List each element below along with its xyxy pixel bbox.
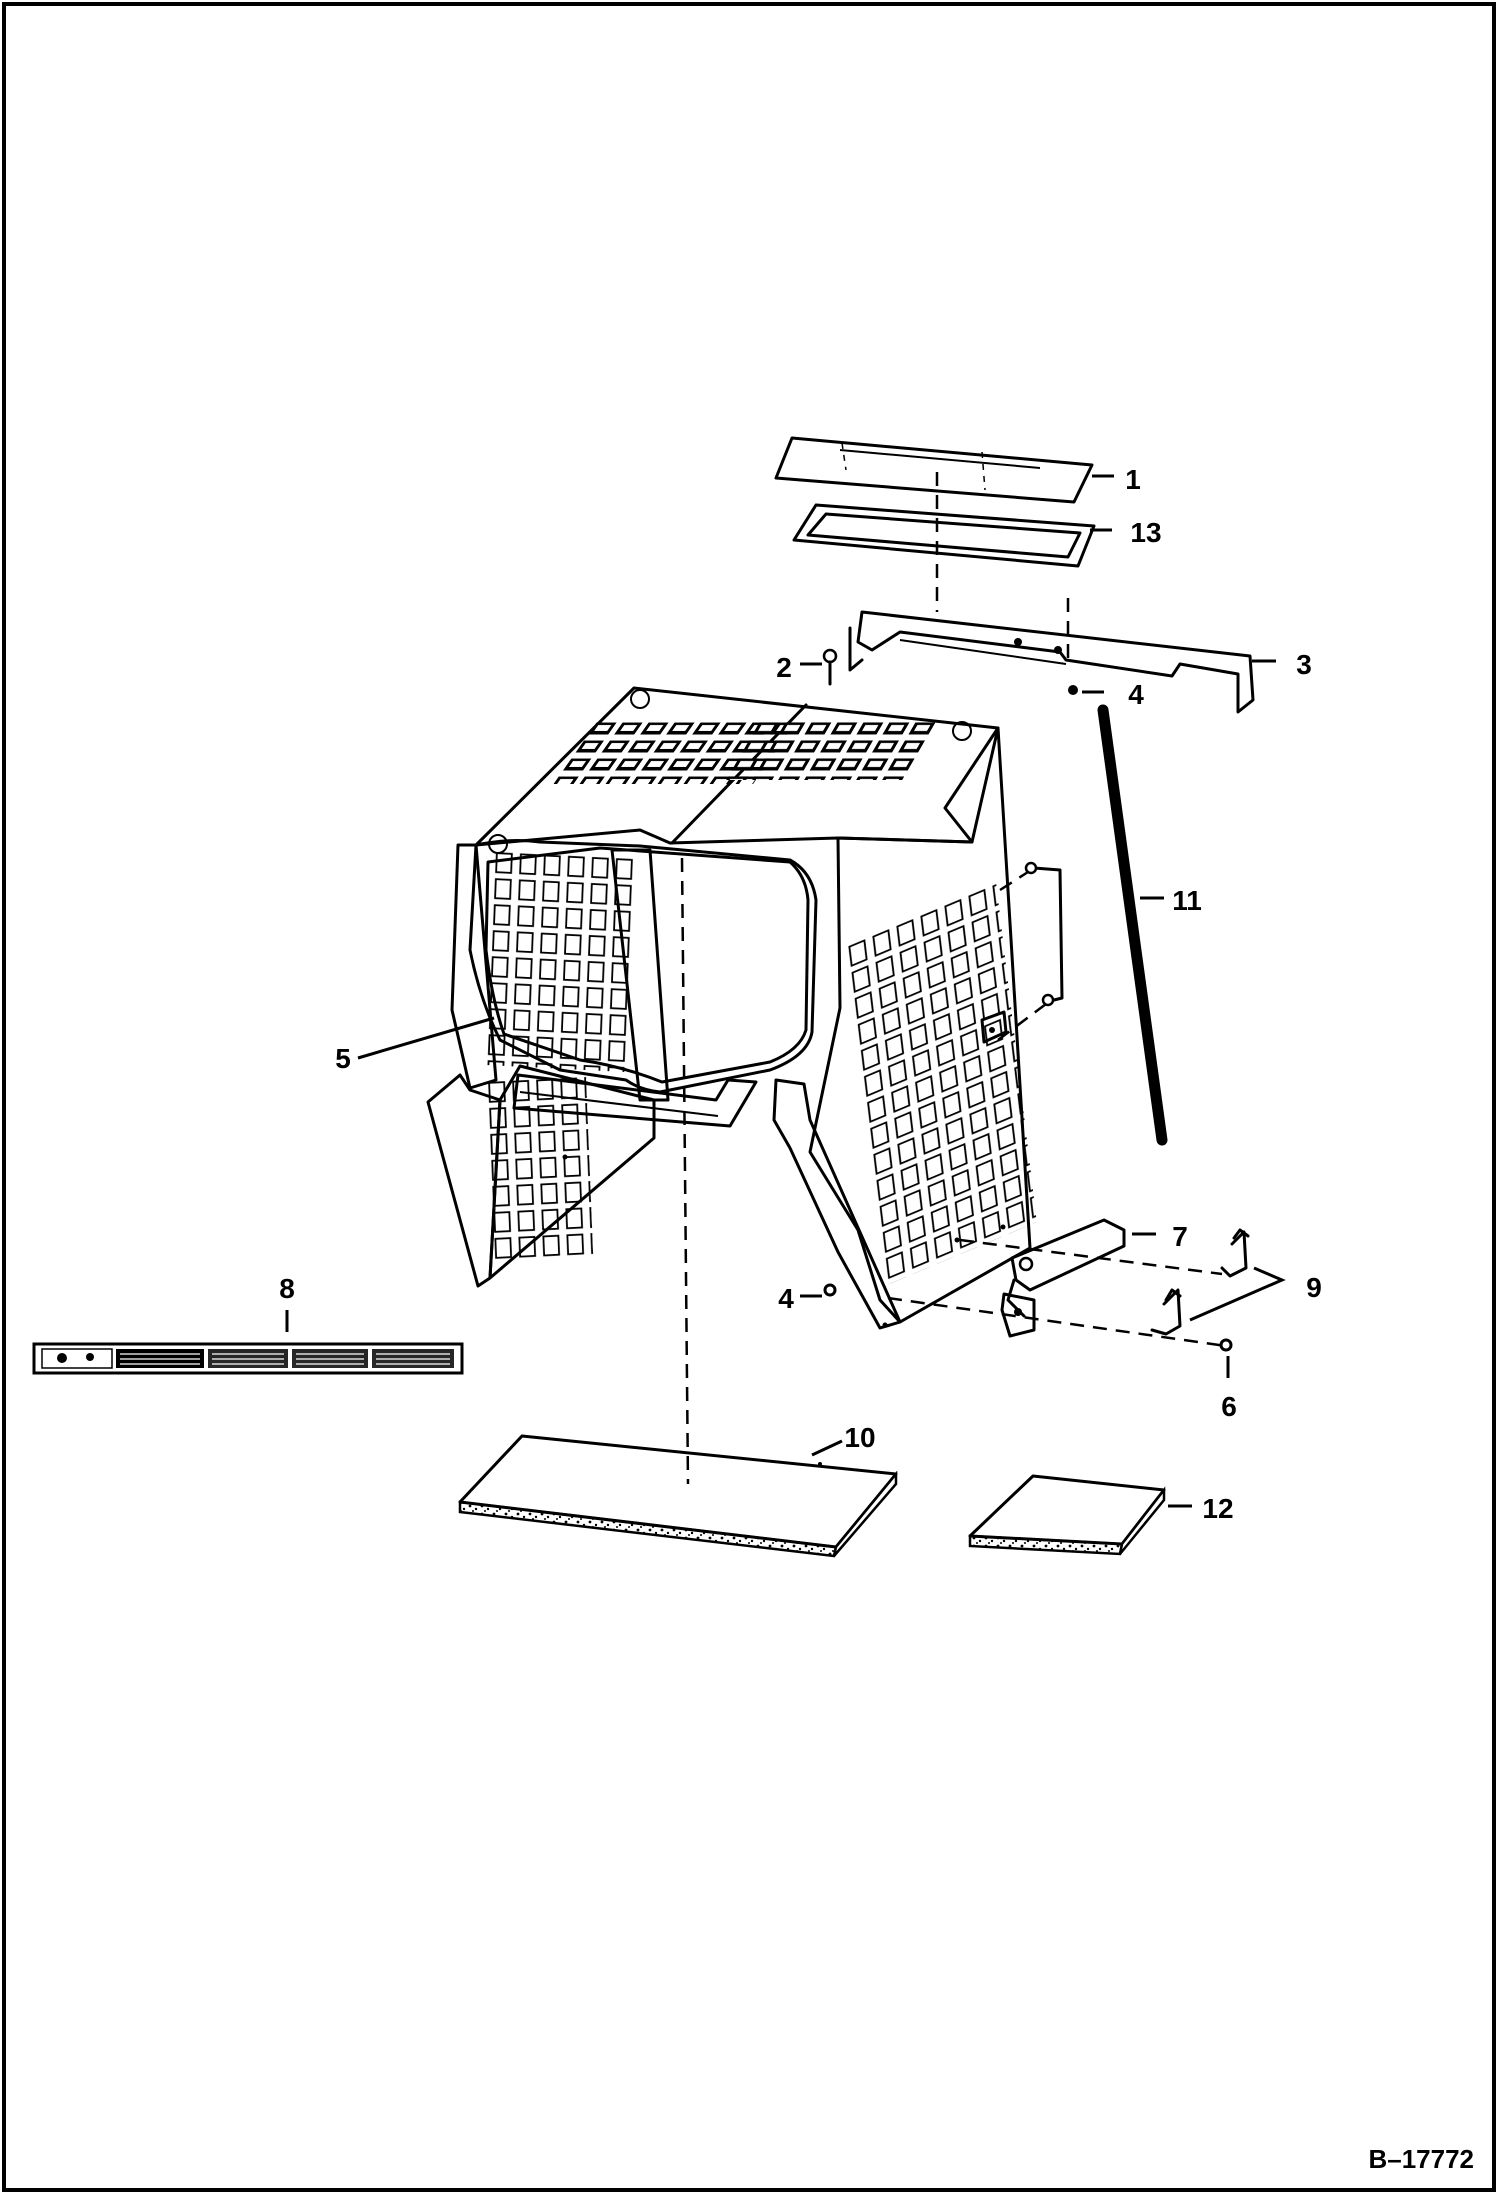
part-2-screw [822, 648, 838, 686]
side-latch [980, 1010, 1008, 1044]
part-11-rubber-strip [1097, 704, 1168, 1146]
callout-4-lower: 4 [778, 1283, 794, 1314]
leader-lines [285, 474, 1286, 1508]
door-grille [485, 850, 634, 1073]
lower-left-grille [486, 1074, 594, 1260]
callout-7: 7 [1172, 1221, 1188, 1252]
callout-9: 9 [1306, 1272, 1322, 1303]
part-1-glass-panel [774, 436, 1094, 504]
callout-10: 10 [844, 1422, 875, 1453]
callout-2: 2 [776, 652, 792, 683]
part-12-small-mat [968, 1474, 1166, 1556]
part-13-seal-gasket [792, 503, 1096, 568]
part-3-front-bracket [848, 610, 1255, 714]
callout-3: 3 [1296, 649, 1312, 680]
top-grille-right [721, 722, 942, 780]
part-4-nut-top [1068, 685, 1078, 695]
figure-id: B–17772 [1368, 2144, 1474, 2174]
callout-4-top: 4 [1128, 679, 1144, 710]
assembly-line-floor-mat [680, 857, 690, 1485]
callout-6: 6 [1221, 1391, 1237, 1422]
handle-assembly-line-2 [997, 1003, 1047, 1041]
handle-assembly-line-1 [999, 870, 1029, 892]
callout-12: 12 [1202, 1493, 1233, 1524]
callout-5: 5 [335, 1043, 351, 1074]
part-6-washer [1219, 1338, 1233, 1352]
part-4-nut-lower [823, 1283, 837, 1297]
grab-handle [1024, 861, 1064, 1007]
right-side-grille [846, 881, 1037, 1285]
callout-8: 8 [279, 1273, 295, 1304]
callout-1: 1 [1125, 464, 1141, 495]
part-7-hinge [1000, 1218, 1126, 1338]
part-10-floor-mat [458, 1434, 898, 1558]
part-5-cab-screen [426, 686, 1037, 1330]
part-8-decal [32, 1342, 464, 1375]
callout-13: 13 [1130, 517, 1161, 548]
callout-11: 11 [1172, 885, 1202, 916]
hinge-assembly-line-1 [959, 1238, 1223, 1276]
hinge-assembly-line-2 [887, 1296, 1227, 1348]
part-9-clips [1150, 1228, 1250, 1336]
callouts: 1 13 2 3 4 11 5 7 8 9 4 6 10 12 [279, 464, 1322, 1524]
